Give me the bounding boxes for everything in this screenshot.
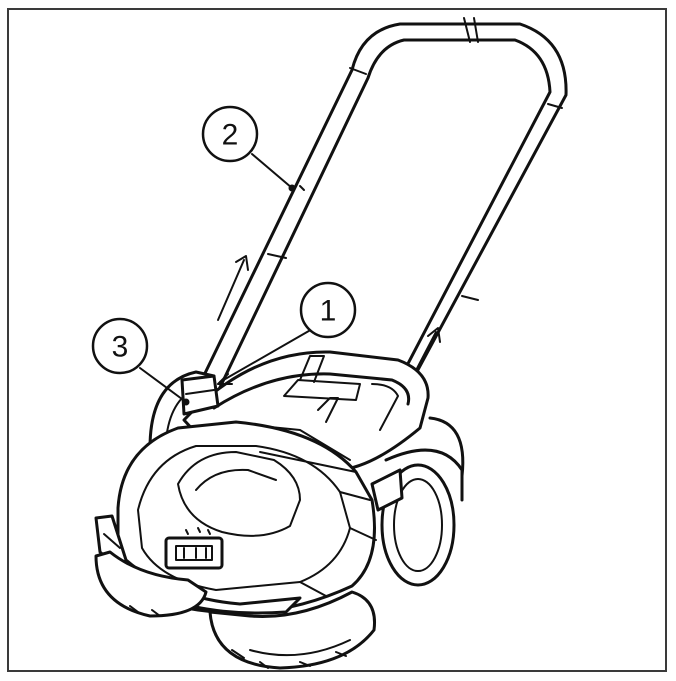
- callout-3-label: 3: [112, 331, 129, 364]
- right-side-brush: [208, 590, 377, 670]
- handle-mount-right: [370, 468, 404, 512]
- callout-1-label: 1: [320, 295, 337, 328]
- handle-mount-left: [180, 374, 220, 416]
- callout-2-label: 2: [222, 119, 239, 152]
- handle: [191, 17, 568, 404]
- callout-1: 1: [299, 281, 357, 339]
- callout-leaders: [139, 153, 315, 406]
- latch: [164, 527, 224, 570]
- callout-3: 3: [91, 317, 149, 375]
- left-side-brush: [94, 550, 208, 618]
- callout-2: 2: [201, 105, 259, 163]
- arrow-left-up: [217, 255, 249, 321]
